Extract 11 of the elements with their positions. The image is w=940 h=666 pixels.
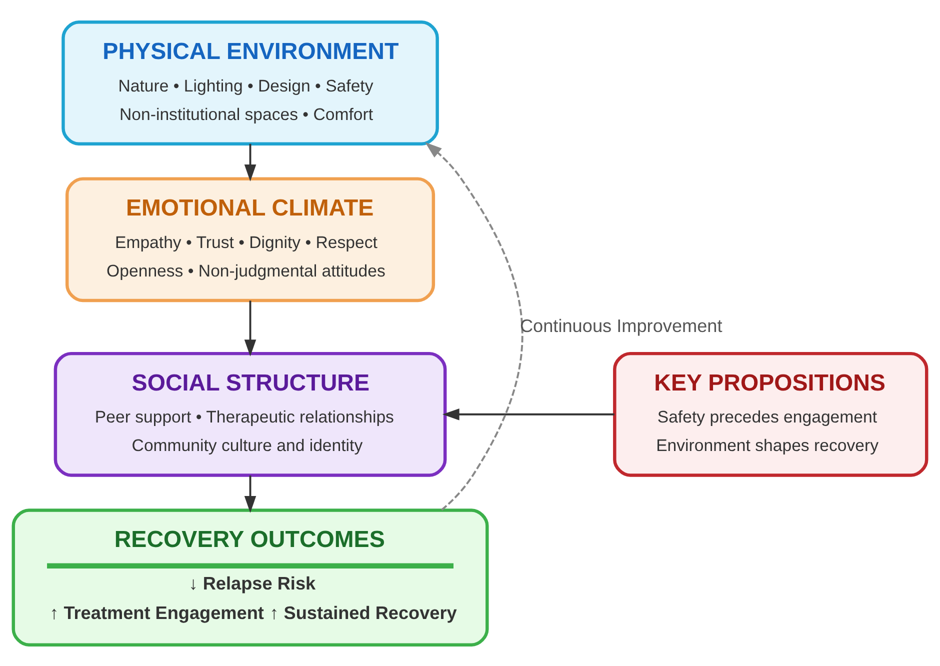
node-box: SOCIAL STRUCTURE Peer support • Therapeutic relationships Community culture and identity [54,351,447,476]
node-box: KEY PROPOSITIONS Safety precedes engagement Environment shapes recovery [613,351,928,476]
arrow [244,474,256,512]
arrow [244,143,256,181]
arrow [244,300,256,356]
arrow [425,142,524,510]
arrow [442,408,614,420]
node-box: PHYSICAL ENVIRONMENT Nature • Lighting • Design • Safety Non-institutional spaces • Comfort [62,20,439,145]
node-box: RECOVERY OUTCOMES ↓ Relapse Risk ↑ Treatment Engagement ↑ Sustained Recovery [12,508,489,646]
node-box: EMOTIONAL CLIMATE Empathy • Trust • Dignity • Respect Openness • Non-judgmental attitudes [65,176,436,302]
edge-label: Continuous Improvement [520,315,722,336]
